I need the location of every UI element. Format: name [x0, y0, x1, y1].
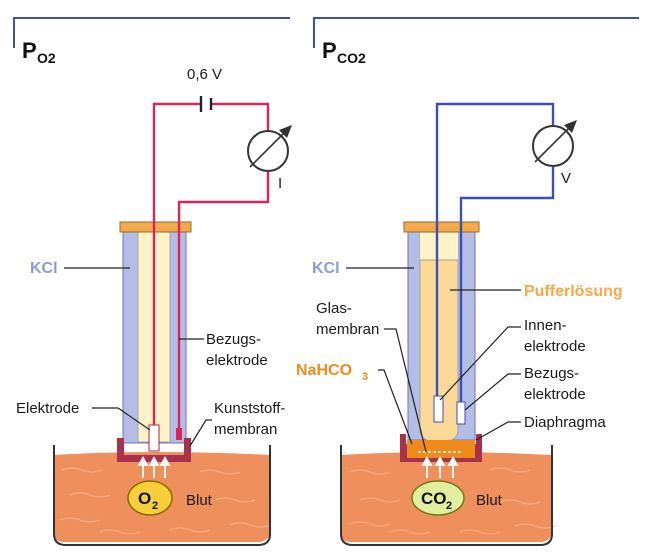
pco2-bezugs-label-1: Bezugs- [524, 365, 579, 382]
pco2-beaker [340, 445, 553, 546]
pco2-nahco3-layer [407, 440, 475, 458]
pco2-innen-label-2: elektrode [524, 338, 586, 355]
pco2-glas-label-1: Glas- [316, 300, 352, 317]
po2-meter-label: I [278, 175, 282, 192]
po2-title: P [22, 38, 37, 63]
pco2-buffer-top [420, 230, 458, 260]
po2-beaker [53, 445, 271, 546]
po2-battery-icon [199, 96, 213, 112]
po2-ref-electrode-tip [176, 428, 182, 440]
pco2-nahco3-leader [378, 369, 413, 445]
pco2-diffusion-arrows [421, 456, 459, 478]
po2-elektrode-leader [92, 407, 151, 431]
po2-ammeter-icon [247, 125, 292, 172]
po2-kunst-label-2: membran [214, 421, 277, 438]
po2-bezugs-label-2: elektrode [206, 352, 268, 369]
po2-membrane [117, 438, 191, 462]
pco2-blut-label: Blut [476, 492, 503, 509]
pco2-meter-label: V [561, 170, 571, 187]
pco2-inner-electrode [433, 395, 444, 423]
pco2-nahco3-label: NaHCO [296, 362, 352, 379]
po2-circuit [152, 102, 270, 432]
pco2-kcl-label: KCl [312, 260, 340, 277]
pco2-innen-leader [439, 326, 521, 401]
po2-kcl-label: KCl [30, 260, 58, 277]
pco2-glas-leader [384, 328, 427, 453]
po2-kunst-label-1: Kunststoff- [214, 400, 285, 417]
pco2-glas-label-2: membran [316, 321, 379, 338]
po2-blut-label: Blut [186, 492, 213, 509]
po2-gas-label: O [138, 489, 151, 508]
pco2-ref-electrode [456, 401, 466, 425]
po2-bezugs-label-1: Bezugs- [206, 331, 261, 348]
pco2-gas-subscript: 2 [446, 500, 452, 512]
po2-diffusion-arrows [137, 456, 171, 478]
pco2-header-line [313, 17, 639, 48]
po2-header-line [13, 17, 290, 48]
pco2-cap [403, 221, 480, 233]
pco2-circuit [435, 102, 555, 402]
pco2-title: P [322, 38, 337, 63]
pco2-blood-waves [349, 467, 556, 535]
pco2-bezugs-label-2: elektrode [524, 386, 586, 403]
pco2-title-subscript: CO2 [337, 50, 366, 66]
po2-blood-waves [59, 467, 271, 535]
pco2-gas-label: CO [421, 489, 447, 508]
po2-panel: P O2 0,6 V [13, 17, 292, 546]
pco2-gas-bubble [411, 480, 465, 516]
pco2-innen-label-1: Innen- [524, 317, 567, 334]
po2-kunst-leader [189, 419, 212, 447]
pco2-panel: P CO2 [296, 17, 639, 546]
pco2-nahco3-subscript: 3 [362, 371, 368, 383]
po2-voltage-label: 0,6 V [187, 66, 222, 83]
pco2-bezugs-leader [464, 373, 521, 411]
po2-gas-bubble [127, 480, 173, 516]
po2-cap [119, 221, 192, 233]
pco2-diaphragma-label: Diaphragma [524, 414, 606, 431]
po2-elektrode-label: Elektrode [16, 400, 79, 417]
po2-gas-subscript: 2 [152, 500, 158, 512]
pco2-puffer-label: Pufferlösung [524, 283, 623, 300]
po2-electrode-tip [148, 424, 160, 452]
po2-title-subscript: O2 [37, 50, 56, 66]
pco2-voltmeter-icon [532, 120, 577, 167]
pco2-diaphragma-leader [475, 421, 521, 441]
